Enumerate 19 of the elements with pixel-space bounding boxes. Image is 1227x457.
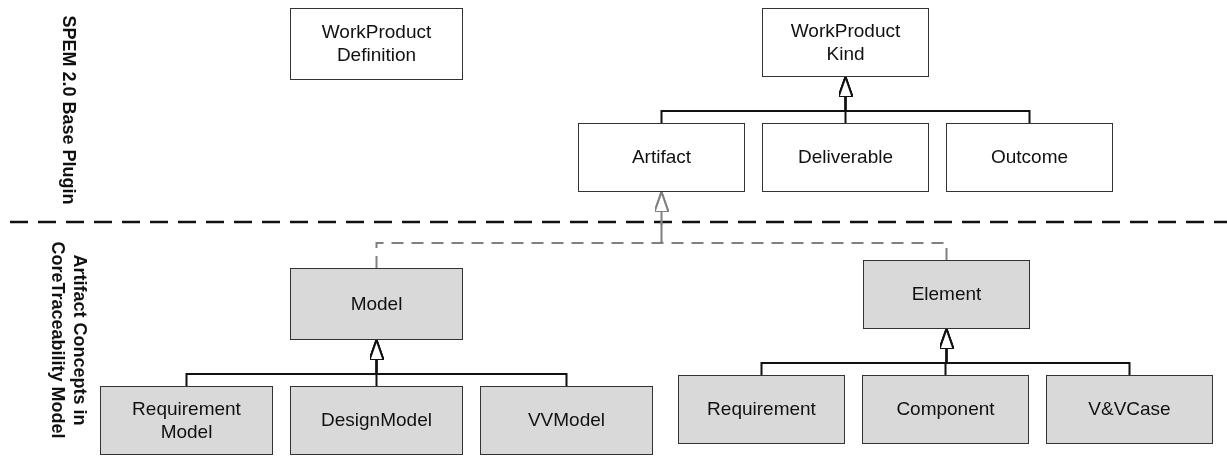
class-box: Requirement Model — [100, 386, 273, 455]
generalization-arrow — [938, 328, 1131, 376]
generalization-arrow — [653, 191, 948, 261]
class-box: Model — [290, 268, 463, 340]
class-box: Component — [862, 375, 1029, 444]
class-box: Outcome — [946, 123, 1113, 192]
section-label: SPEM 2.0 Base Plugin — [57, 14, 79, 207]
section-label: Artifact Concepts in CoreTraceability Model — [47, 240, 90, 440]
class-box: WorkProduct Definition — [290, 8, 463, 80]
generalization-arrow — [368, 339, 568, 387]
class-box: VVModel — [480, 386, 653, 455]
class-box: WorkProduct Kind — [762, 8, 929, 77]
class-box: Artifact — [578, 123, 745, 192]
class-box: Requirement — [678, 375, 845, 444]
class-box: Deliverable — [762, 123, 929, 192]
class-box: V&VCase — [1046, 375, 1213, 444]
generalization-arrow — [837, 76, 1031, 124]
class-box: Element — [863, 260, 1030, 329]
class-box: DesignModel — [290, 386, 463, 455]
